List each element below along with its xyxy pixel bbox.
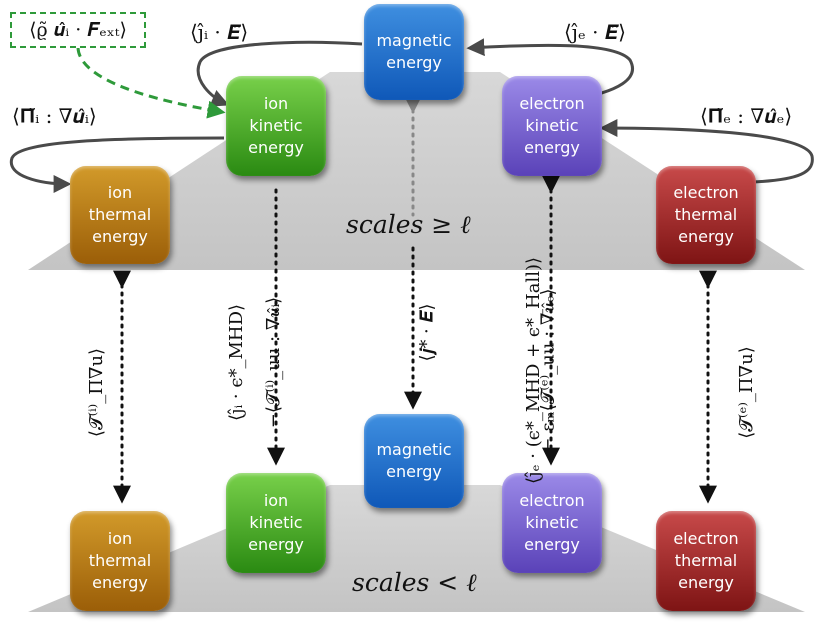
arrow-external-force: [76, 47, 226, 119]
label-transfer-magnetic: ⟨𝒋* · 𝑬̂⟩: [416, 303, 438, 362]
small-electron-thermal-energy-label: electron thermal energy: [673, 529, 739, 592]
small-ion-kinetic-energy-box: ion kinetic energy: [226, 473, 326, 573]
arrow-electron-kinetic-to-magnetic: [466, 38, 634, 102]
large-magnetic-energy-box: magnetic energy: [364, 4, 464, 100]
large-ion-kinetic-energy-box: ion kinetic energy: [226, 76, 326, 176]
label-transfer-ion-kinetic-1: ⟨ĵᵢ · ϵ*_MHD⟩: [226, 303, 248, 422]
external-force-label: ⟨ϱ̃ 𝒖̂ᵢ · 𝑭ₑₓₜ⟩: [10, 12, 146, 48]
large-electron-thermal-energy-label: electron thermal energy: [673, 183, 739, 246]
label-pi-electron: ⟨𝚷̃ₑ : ∇𝒖̂ₑ⟩: [700, 104, 793, 128]
small-scale-band: [28, 485, 805, 612]
small-electron-kinetic-energy-box: electron kinetic energy: [502, 473, 602, 573]
arrow-magnetic-to-ion-kinetic: [196, 40, 363, 107]
small-ion-thermal-energy-label: ion thermal energy: [88, 529, 152, 592]
large-electron-kinetic-energy-label: electron kinetic energy: [519, 94, 585, 157]
label-je-dot-E: ⟨ĵₑ · 𝑬̂⟩: [564, 20, 626, 44]
small-electron-thermal-energy-box: electron thermal energy: [656, 511, 756, 611]
label-transfer-electron-kinetic-2: − εₘ⟨𝓣⁽ᵉ⁾_uu : ∇𝒖̂ₑ⟩: [537, 288, 559, 453]
small-magnetic-energy-box: magnetic energy: [364, 414, 464, 508]
large-ion-thermal-energy-label: ion thermal energy: [88, 183, 152, 246]
small-electron-kinetic-energy-label: electron kinetic energy: [519, 491, 585, 554]
large-scales-label: scales ≥ ℓ: [346, 210, 471, 239]
label-transfer-ion-kinetic-2: −⟨𝓣⁽ⁱ⁾_uu : ∇𝒖̂ᵢ⟩: [263, 296, 285, 429]
label-transfer-ion-thermal: ⟨𝓣⁽ⁱ⁾_Π∇u⟩: [86, 347, 108, 438]
label-pi-ion: ⟨𝚷̃ᵢ : ∇𝒖̂ᵢ⟩: [12, 104, 97, 128]
large-electron-thermal-energy-box: electron thermal energy: [656, 166, 756, 264]
arrow-electron-thermal-to-electron-kinetic: [599, 119, 814, 184]
large-scale-band: [28, 72, 805, 270]
label-transfer-electron-thermal: ⟨𝓣⁽ᵉ⁾_Π∇u⟩: [735, 346, 757, 439]
arrow-ion-kinetic-to-ion-thermal: [9, 136, 225, 193]
large-ion-thermal-energy-box: ion thermal energy: [70, 166, 170, 264]
label-ji-dot-E: ⟨ĵᵢ · 𝑬̂⟩: [190, 20, 249, 44]
small-magnetic-energy-label: magnetic energy: [376, 440, 452, 481]
large-ion-kinetic-energy-label: ion kinetic energy: [248, 94, 304, 157]
large-electron-kinetic-energy-box: electron kinetic energy: [502, 76, 602, 176]
small-ion-kinetic-energy-label: ion kinetic energy: [248, 491, 304, 554]
small-ion-thermal-energy-box: ion thermal energy: [70, 511, 170, 611]
small-scales-label: scales < ℓ: [352, 568, 477, 597]
large-magnetic-energy-label: magnetic energy: [376, 31, 452, 72]
